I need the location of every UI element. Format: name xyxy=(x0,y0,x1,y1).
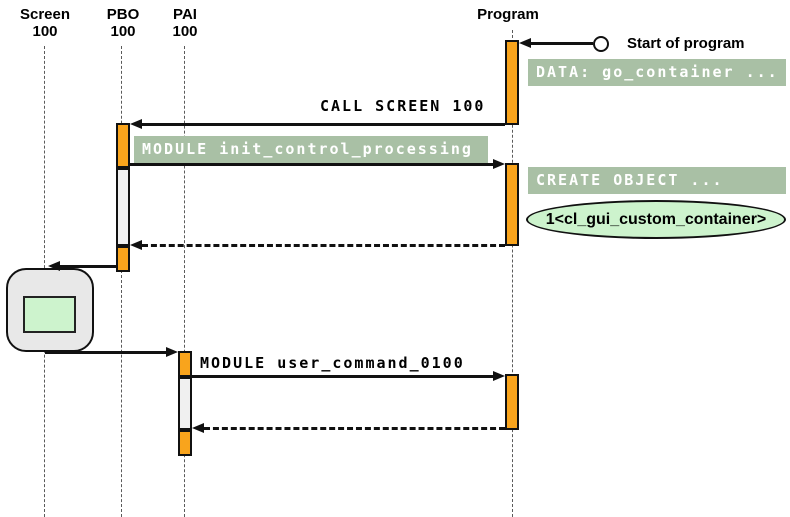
activation-pai-nested xyxy=(178,377,192,430)
arrowhead-right-icon xyxy=(493,371,505,381)
return-line-program-to-pai xyxy=(204,427,505,430)
activation-pai-bottom xyxy=(178,430,192,456)
activation-pai-top xyxy=(178,351,192,377)
lifeline-subtitle: 100 xyxy=(110,23,136,40)
activation-program-2 xyxy=(505,163,519,246)
arrowhead-left-icon xyxy=(130,119,142,129)
object-instance-ellipse: 1<cl_gui_custom_container> xyxy=(526,200,786,239)
note-create-object: CREATE OBJECT ... xyxy=(528,167,786,194)
note-data-declaration: DATA: go_container ... xyxy=(528,59,786,86)
activation-pbo-top xyxy=(116,123,130,168)
note-module-init: MODULE init_control_processing xyxy=(134,136,488,163)
lifeline-title: Program xyxy=(477,6,539,23)
lifeline-header-program: Program xyxy=(468,6,548,23)
activation-program-1 xyxy=(505,40,519,125)
lifeline-title: PAI xyxy=(173,6,197,23)
call-screen-label: CALL SCREEN 100 xyxy=(320,97,486,115)
message-line-call-screen xyxy=(142,123,505,126)
arrowhead-left-icon xyxy=(48,261,60,271)
message-line-screen-to-pai xyxy=(45,351,166,354)
arrowhead-left-icon xyxy=(130,240,142,250)
arrowhead-right-icon xyxy=(493,159,505,169)
screen-window-icon xyxy=(6,268,94,352)
lifeline-pbo xyxy=(121,46,122,517)
return-line-program-to-pbo xyxy=(142,244,505,247)
lifeline-subtitle: 100 xyxy=(32,23,58,40)
screen-control-area-icon xyxy=(23,296,76,333)
message-line-user-command xyxy=(192,375,493,378)
arrowhead-left-icon xyxy=(192,423,204,433)
arrowhead-left-icon xyxy=(519,38,531,48)
activation-program-3 xyxy=(505,374,519,430)
lifeline-title: Screen xyxy=(19,6,71,23)
lifeline-pai xyxy=(184,46,185,517)
activation-pbo-nested xyxy=(116,168,130,246)
lifeline-title: PBO xyxy=(106,6,140,23)
start-of-program-label: Start of program xyxy=(627,35,745,52)
arrowhead-right-icon xyxy=(166,347,178,357)
module-user-command-label: MODULE user_command_0100 xyxy=(200,354,465,372)
start-node-icon xyxy=(593,36,609,52)
lifeline-program xyxy=(512,30,513,517)
lifeline-subtitle: 100 xyxy=(172,23,198,40)
start-message-line xyxy=(530,42,593,45)
message-line-pbo-to-screen xyxy=(60,265,116,268)
activation-pbo-bottom xyxy=(116,246,130,272)
message-line-module-init xyxy=(130,163,493,166)
